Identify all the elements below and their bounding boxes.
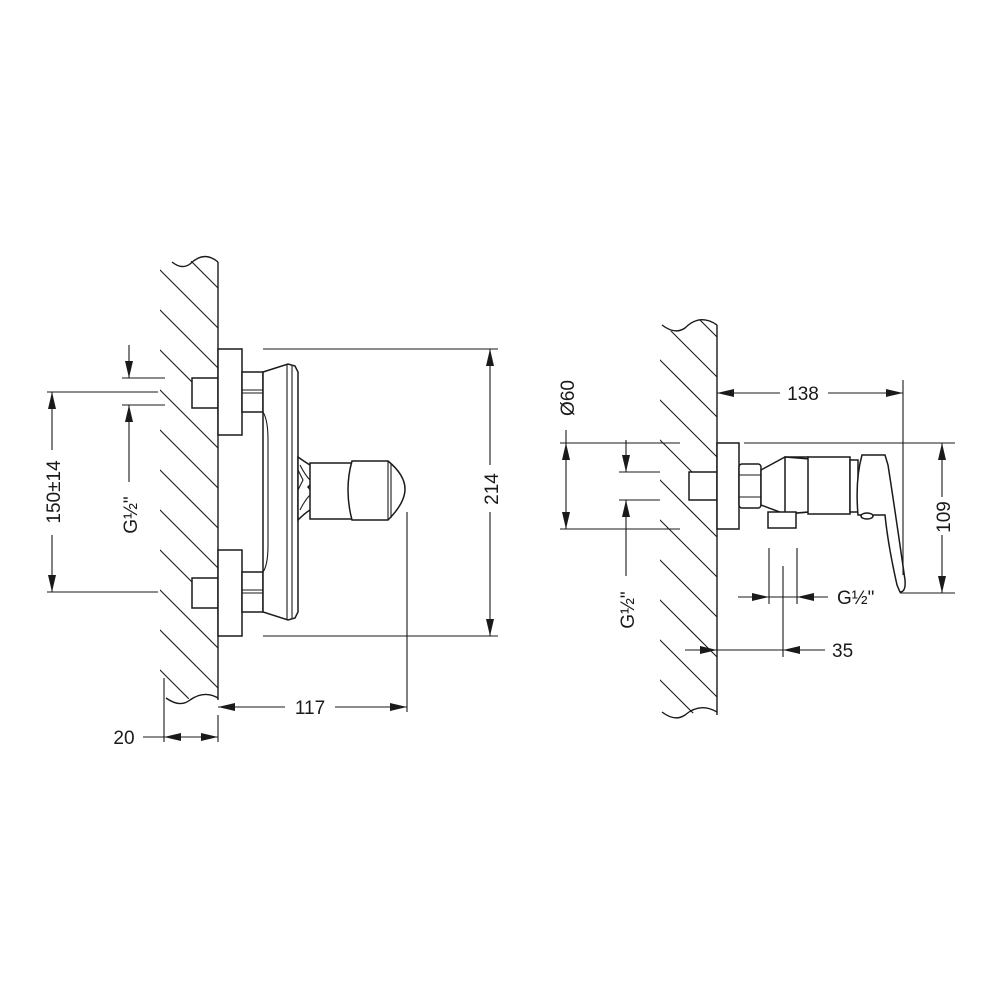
escutcheon-top (217, 348, 243, 436)
outlet-side (767, 511, 797, 529)
mixer-body-side (760, 456, 859, 529)
dim-height-109: 109 (744, 442, 955, 594)
escutcheon-bottom (217, 549, 243, 637)
dim-height-214: 214 (263, 348, 503, 637)
dim-label-150: 150±14 (44, 460, 65, 524)
dim-escutcheon-diameter: Ø60 (558, 380, 680, 530)
dim-center-distance: 150±14 (44, 391, 158, 593)
dim-label-138: 138 (787, 384, 819, 405)
dim-wall-offset-20: 20 (113, 678, 219, 749)
hex-nut-bottom (241, 571, 264, 613)
dim-label-g12-side-inlet: G½" (618, 591, 639, 628)
wall-section-left (160, 255, 219, 705)
dim-label-35: 35 (832, 641, 853, 662)
inlet-stub-top (191, 377, 219, 409)
hex-nut-side (738, 463, 762, 509)
handle-front (297, 455, 406, 522)
dim-label-20: 20 (113, 728, 134, 749)
mixer-body-front (262, 363, 299, 621)
inlet-stub-bottom (191, 577, 219, 609)
dim-label-109: 109 (934, 501, 955, 533)
side-view: 138 109 Ø60 G½" (558, 319, 955, 720)
dim-label-d60: Ø60 (558, 380, 579, 416)
dim-label-117: 117 (295, 698, 325, 719)
dim-outlet-offset-35: 35 (685, 566, 853, 662)
lever-handle-side (856, 454, 906, 593)
dim-inlet-thread-side: G½" (618, 440, 660, 629)
dim-outlet-thread: G½" (738, 548, 874, 609)
dim-label-g12-front: G½" (121, 496, 142, 533)
inlet-stub-side (688, 471, 718, 501)
dim-inlet-thread-front: G½" (121, 345, 165, 534)
escutcheon-side (716, 442, 740, 530)
dim-depth-138: 138 (717, 380, 904, 575)
front-view: 214 117 20 150±14 (44, 255, 503, 749)
dim-label-g12-outlet: G½" (837, 588, 874, 609)
hex-nut-top (241, 371, 264, 413)
dim-label-214: 214 (482, 473, 503, 505)
dim-projection-117: 117 (218, 512, 408, 719)
wall-section-right (660, 319, 718, 720)
